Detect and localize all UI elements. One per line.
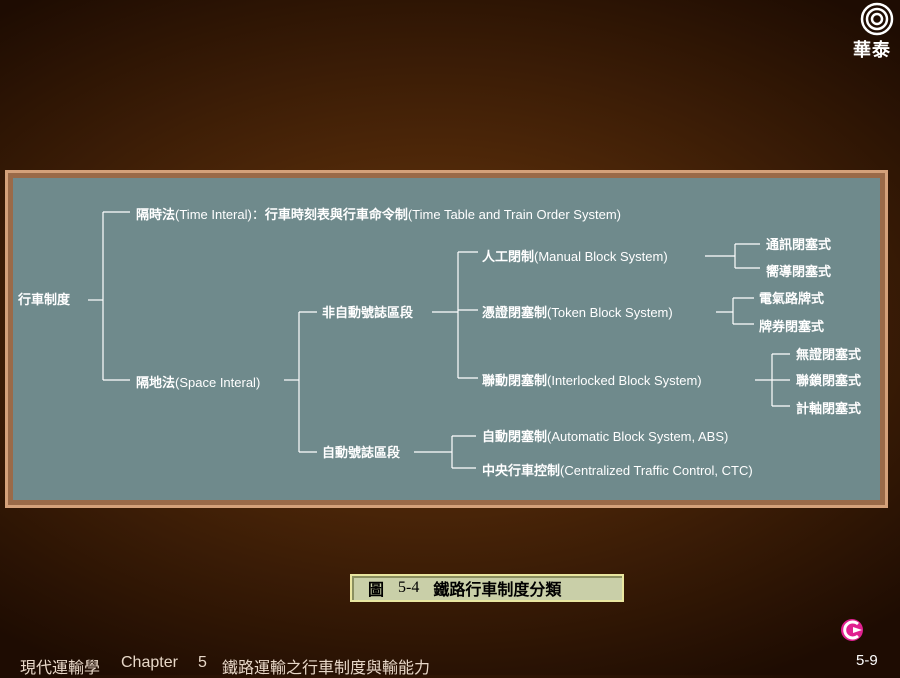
leaf-manual-1: 通訊閉塞式 [766, 238, 832, 253]
node-non-auto-signal: 非自動號誌區段 [322, 306, 414, 321]
leaf-interlocked-1: 無證閉塞式 [796, 348, 862, 363]
node-ctc: 中央行車控制(Centralized Traffic Control, CTC) [482, 463, 753, 479]
node-root: 行車制度 [18, 293, 71, 308]
footer-chapter-label: Chapter [121, 654, 178, 671]
leaf-interlocked-2: 聯鎖閉塞式 [796, 374, 862, 389]
node-interlocked-block: 聯動閉塞制(Interlocked Block System) [482, 373, 702, 389]
publisher-logo-icon [860, 2, 894, 36]
node-space-interval: 隔地法(Space Interal) [136, 375, 261, 391]
node-manual-block: 人工閉制(Manual Block System) [482, 249, 668, 265]
footer-chapter-title: 鐵路運輸之行車制度與輸能力 [222, 658, 431, 677]
node-token-block: 憑證閉塞制(Token Block System) [482, 305, 673, 321]
diagram-panel-inner [13, 178, 880, 500]
leaf-token-2: 牌券閉塞式 [759, 320, 825, 335]
leaf-manual-2: 嚮導閉塞式 [766, 265, 832, 280]
footer-chapter-number: 5 [198, 654, 207, 671]
page-number: 5-9 [856, 652, 878, 669]
caption-title: 鐵路行車制度分類 [433, 580, 562, 599]
node-auto-signal: 自動號誌區段 [322, 446, 401, 461]
next-slide-icon[interactable] [838, 615, 868, 645]
footer-book-title: 現代運輸學 [20, 658, 101, 677]
caption-number: 5-4 [398, 579, 420, 596]
node-automatic-block: 自動閉塞制(Automatic Block System, ABS) [482, 429, 729, 445]
node-time-interval: 隔時法(Time Interal)：行車時刻表與行車命令制(Time Table… [136, 207, 621, 223]
leaf-token-1: 電氣路牌式 [759, 292, 825, 307]
tree-connectors [88, 211, 790, 469]
publisher-name: 華泰 [853, 40, 891, 61]
figure-caption: 圖 5-4 鐵路行車制度分類 [350, 574, 624, 602]
caption-label: 圖 [368, 580, 385, 599]
leaf-interlocked-3: 計軸閉塞式 [796, 402, 862, 417]
